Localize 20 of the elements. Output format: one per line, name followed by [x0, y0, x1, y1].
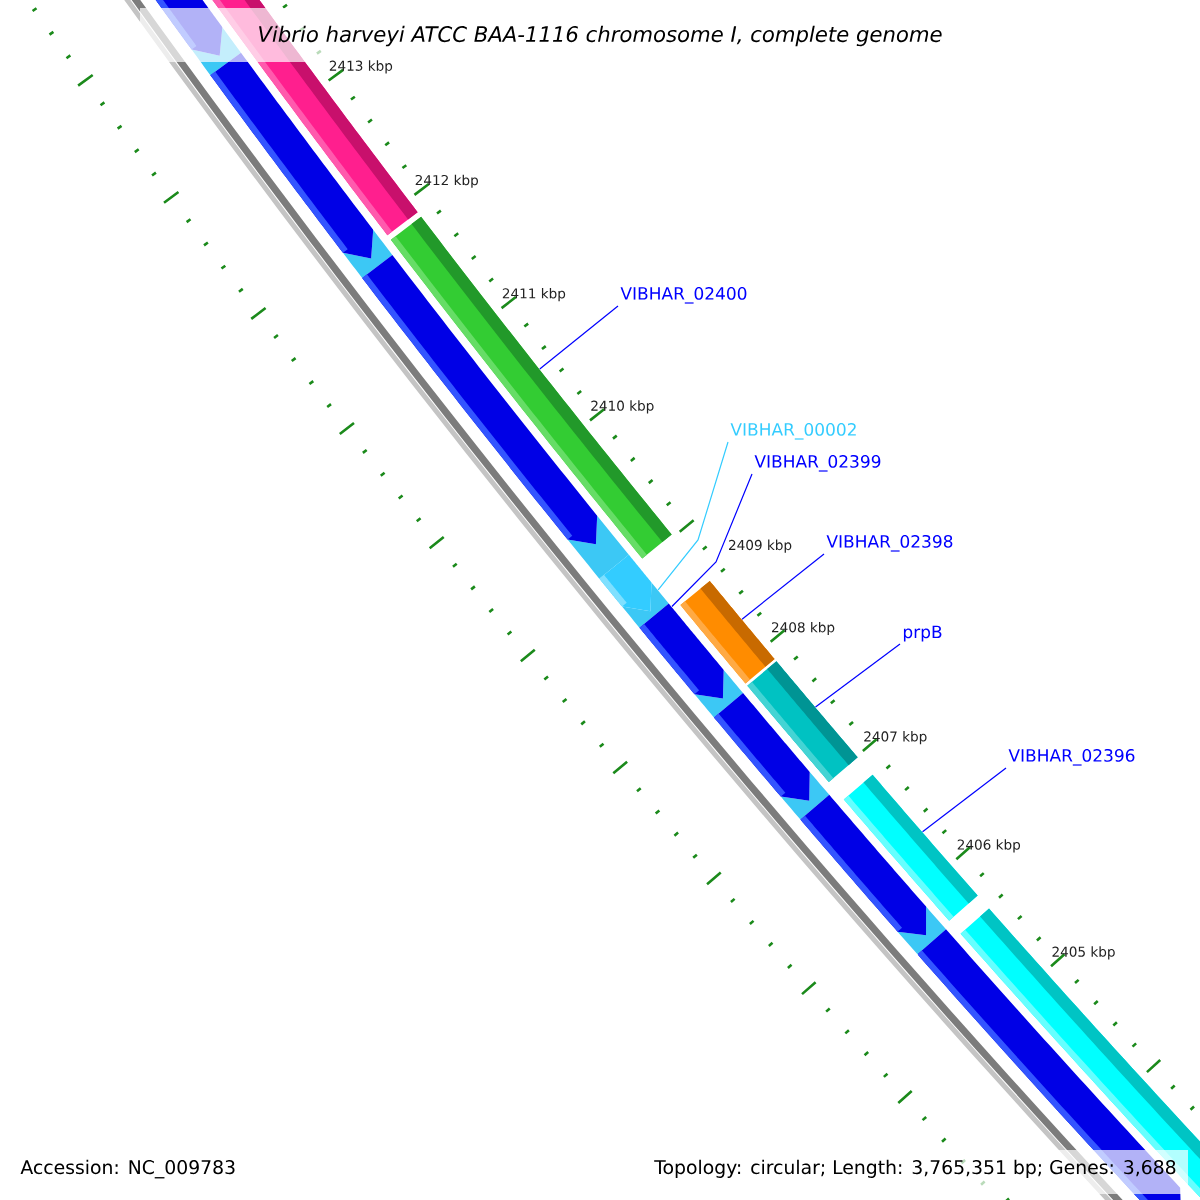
gene-label: prpB — [903, 625, 942, 642]
leader-line — [671, 473, 753, 608]
leader-line — [741, 553, 825, 620]
gene-label: VIBHAR_02396 — [1008, 749, 1135, 766]
leader-line — [814, 643, 901, 708]
gene-block — [599, 554, 652, 612]
footer-text: Accession: NC_009783 — [20, 1159, 235, 1179]
gene-block — [713, 693, 810, 801]
gene-block — [639, 603, 724, 699]
leader-line — [921, 767, 1007, 833]
title: Vibrio harveyi ATCC BAA-1116 chromosome I, complete genome — [259, 25, 942, 47]
gene-label: VIBHAR_02398 — [826, 534, 953, 552]
gene-label: VIBHAR_02400 — [620, 286, 747, 304]
leader-line — [657, 441, 729, 591]
leader-line — [539, 305, 619, 370]
gene-label: VIBHAR_02399 — [754, 454, 881, 472]
footer-text: Topology: circular; Length: 3,765,351 bp; Genes: 3,688 — [654, 1159, 1176, 1178]
gene-block — [152, 0, 223, 56]
gene-block — [800, 794, 927, 936]
gene-label: VIBHAR_00002 — [730, 422, 856, 440]
